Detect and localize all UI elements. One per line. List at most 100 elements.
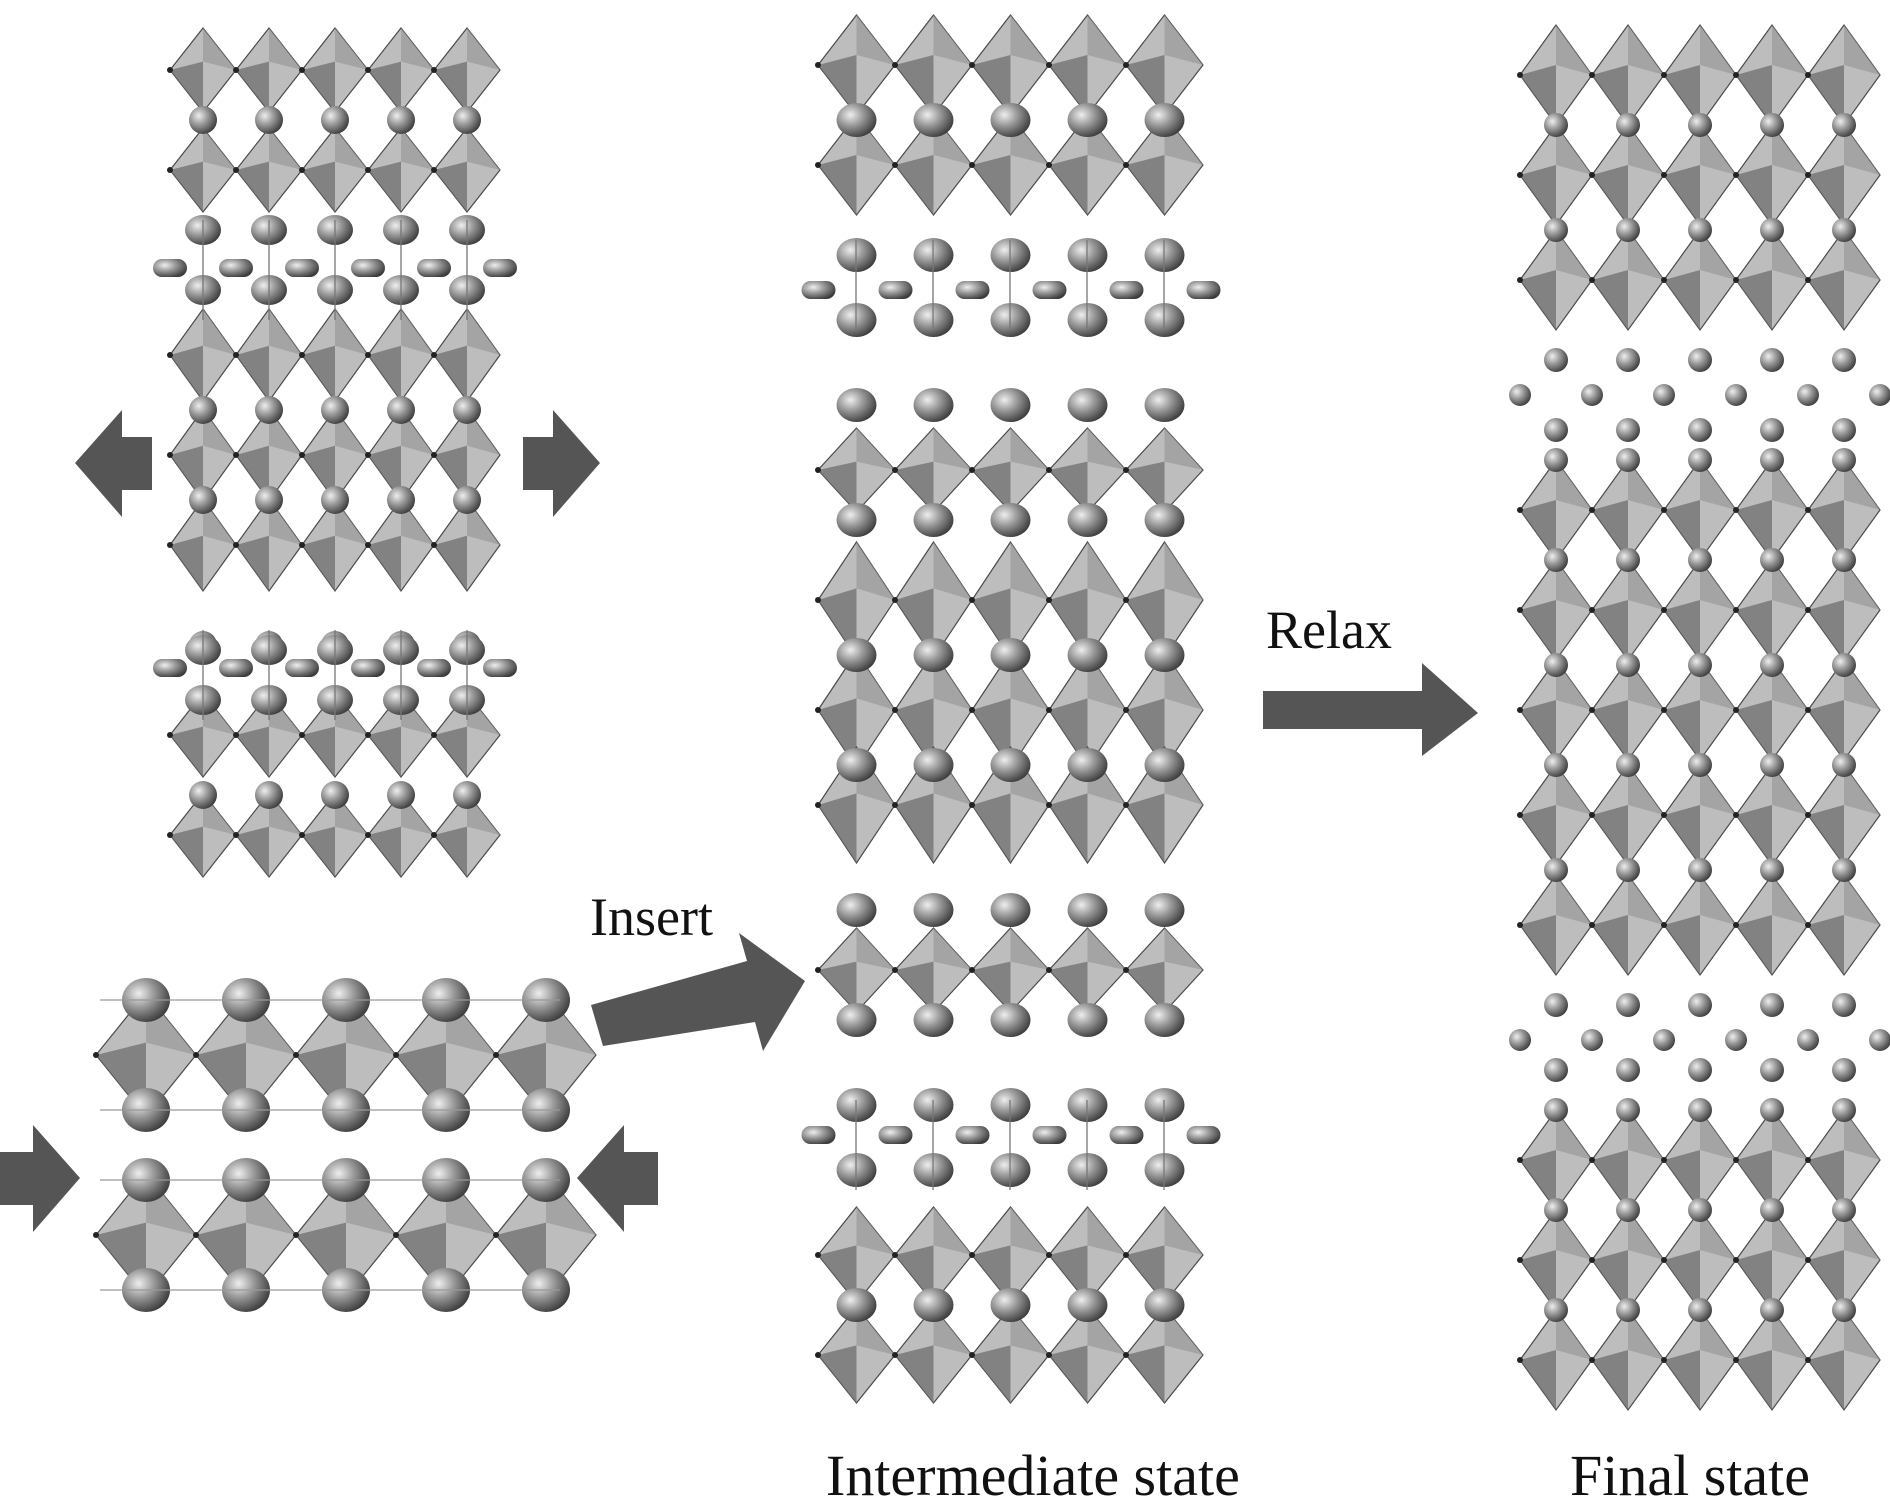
atom <box>1688 993 1712 1017</box>
atom <box>453 781 481 809</box>
dimer-atom <box>801 281 836 299</box>
octahedron-shade <box>170 345 203 401</box>
octahedron-shade <box>302 726 335 777</box>
octahedron-shade <box>236 61 269 112</box>
octahedron-shade <box>368 726 401 777</box>
atom <box>1760 448 1784 472</box>
oxygen-atom <box>1805 172 1811 178</box>
oxygen-atom <box>167 352 173 358</box>
atom <box>913 748 954 782</box>
octahedron-face <box>1556 560 1592 610</box>
octahedron-face <box>1700 230 1736 280</box>
oxygen-atom <box>1589 507 1595 513</box>
octahedron-shade <box>236 826 269 877</box>
atom <box>1616 548 1640 572</box>
oxygen-atom <box>233 542 239 548</box>
atom <box>913 103 954 137</box>
octahedron-shade <box>1736 270 1772 330</box>
oxygen-atom <box>167 542 173 548</box>
relax-label: Relax <box>1266 600 1392 660</box>
atom <box>1144 103 1185 137</box>
atom <box>1544 1198 1568 1222</box>
arrow-right-icon <box>523 410 600 517</box>
atom <box>1760 1058 1784 1082</box>
oxygen-atom <box>299 352 305 358</box>
oxygen-atom <box>1733 1257 1739 1263</box>
oxygen-atom <box>1805 707 1811 713</box>
oxygen-atom <box>1661 507 1667 513</box>
atom <box>1688 548 1712 572</box>
octahedron-shade <box>1592 1150 1628 1210</box>
oxygen-atom <box>969 1252 975 1258</box>
atom <box>836 1288 877 1322</box>
octahedron-shade <box>368 161 401 212</box>
oxygen-atom <box>365 67 371 73</box>
atom <box>1067 388 1108 422</box>
atom <box>1544 218 1568 242</box>
atom <box>1616 113 1640 137</box>
octahedron-face <box>1556 25 1592 75</box>
atom <box>1760 753 1784 777</box>
octahedron-shade <box>302 61 335 112</box>
octahedron-shade <box>368 345 401 401</box>
octahedron-face <box>203 128 236 170</box>
octahedron-face <box>1556 125 1592 175</box>
octahedron-shade <box>1808 1250 1844 1310</box>
atom <box>913 638 954 672</box>
atom <box>1144 388 1185 422</box>
oxygen-atom <box>892 1352 898 1358</box>
oxygen-atom <box>1517 812 1523 818</box>
oxygen-atom <box>1733 507 1739 513</box>
atom <box>990 388 1031 422</box>
oxygen-atom <box>431 67 437 73</box>
octahedron-face <box>269 28 302 70</box>
octahedron-face <box>1772 1210 1808 1260</box>
atom <box>913 893 954 927</box>
atom <box>1869 1029 1890 1051</box>
octahedron-shade <box>1049 461 1088 512</box>
octahedron-face <box>1556 1110 1592 1160</box>
oxygen-atom <box>1733 922 1739 928</box>
octahedron-face <box>1772 25 1808 75</box>
octahedron-face <box>1700 125 1736 175</box>
dimer-atom <box>1109 1126 1144 1144</box>
atom <box>1616 753 1640 777</box>
octahedron-shade <box>1049 961 1088 1012</box>
oxygen-atom <box>233 352 239 358</box>
oxygen-atom <box>1046 162 1052 168</box>
oxygen-atom <box>892 707 898 713</box>
octahedron-face <box>1700 1210 1736 1260</box>
atom <box>1616 1198 1640 1222</box>
octahedron-shade <box>434 161 467 212</box>
octahedron-face <box>1010 15 1049 65</box>
atom <box>990 503 1031 537</box>
octahedron-shade <box>302 345 335 401</box>
oxygen-atom <box>431 832 437 838</box>
octahedron-face <box>1556 230 1592 280</box>
oxygen-atom <box>1046 1352 1052 1358</box>
octahedron-shade <box>1664 915 1700 975</box>
octahedron-face <box>856 1207 895 1255</box>
octahedron-face <box>933 428 972 470</box>
oxygen-atom <box>1046 802 1052 808</box>
octahedron-face <box>1628 460 1664 510</box>
octahedron-shade <box>972 461 1011 512</box>
atom <box>189 486 217 514</box>
oxygen-atom <box>1123 597 1129 603</box>
oxygen-atom <box>969 802 975 808</box>
octahedron-shade <box>972 1345 1011 1403</box>
atom <box>1616 993 1640 1017</box>
atom <box>1616 653 1640 677</box>
atom <box>1544 1098 1568 1122</box>
atom <box>321 106 349 134</box>
octahedron-shade <box>818 461 857 512</box>
atom <box>990 638 1031 672</box>
atom <box>255 486 283 514</box>
atom <box>1144 1288 1185 1322</box>
octahedron-shade <box>1592 165 1628 225</box>
atom <box>1067 103 1108 137</box>
octahedron-face <box>1164 428 1203 470</box>
octahedron-face <box>1844 1110 1880 1160</box>
atom <box>189 106 217 134</box>
atom <box>836 103 877 137</box>
